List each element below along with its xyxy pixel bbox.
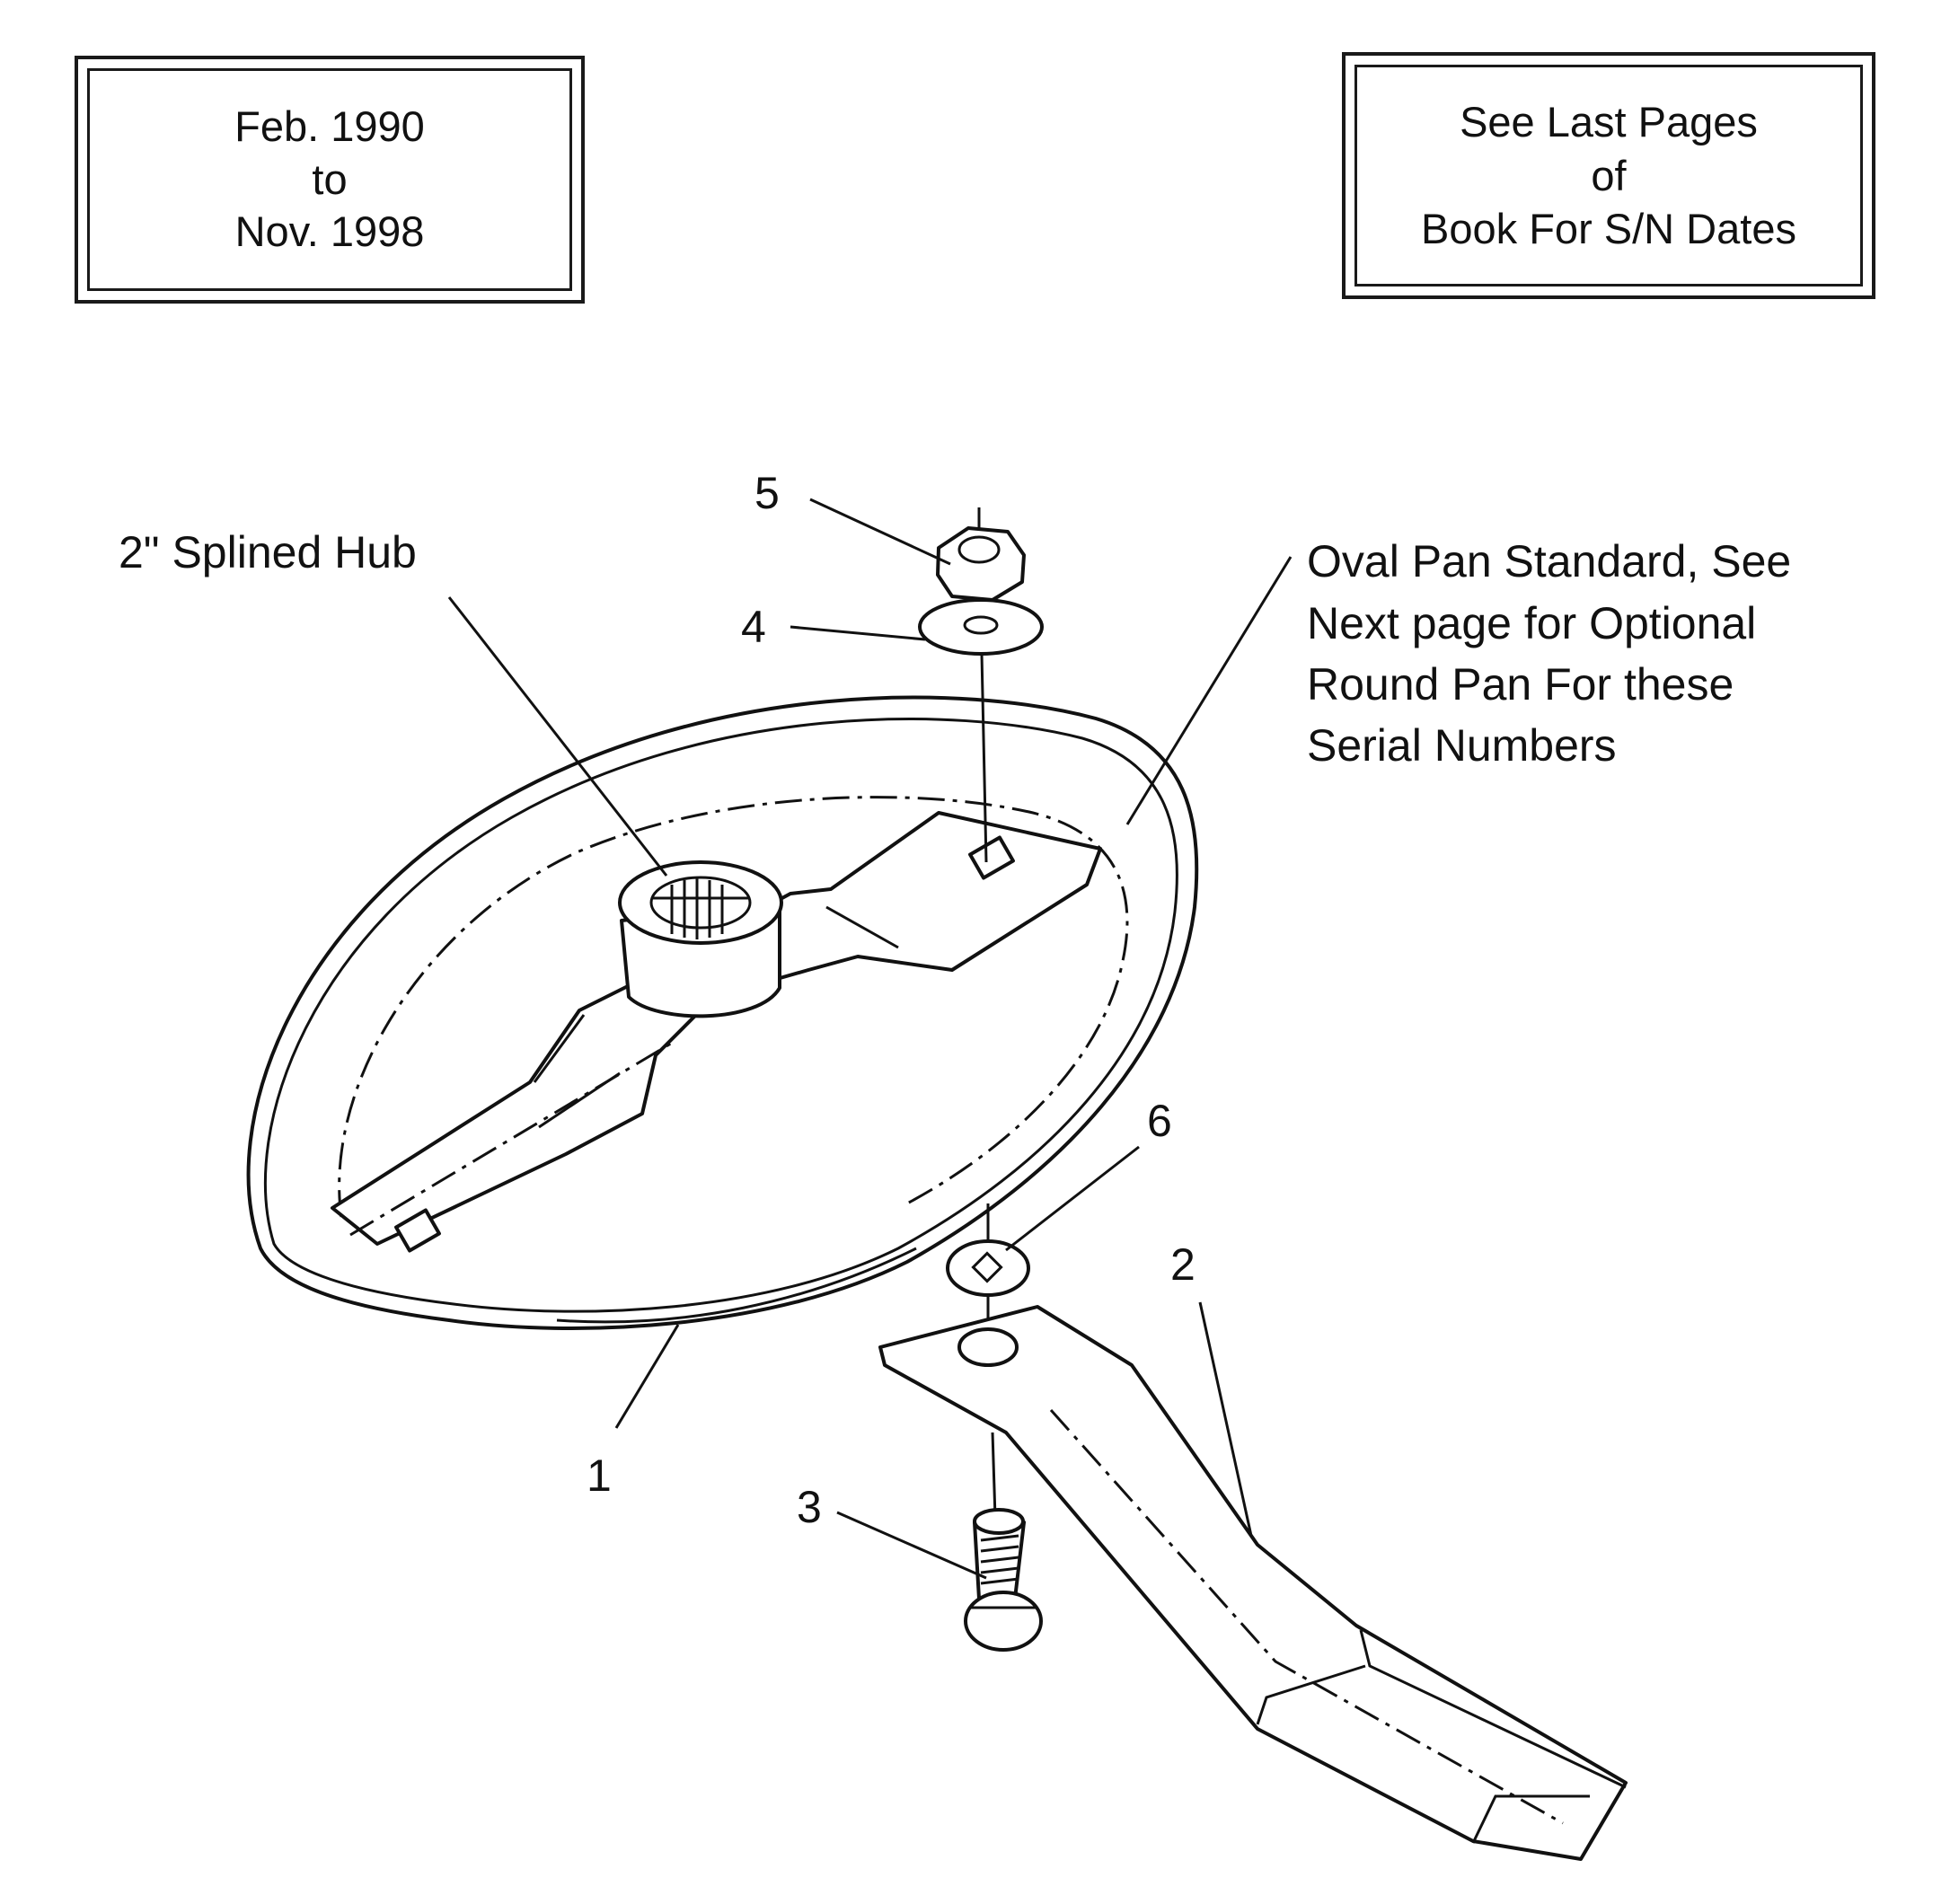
hub-spline-teeth: [651, 878, 750, 939]
pan-note-line-4: Serial Numbers: [1307, 720, 1617, 771]
support-bar-edge-right: [825, 905, 899, 949]
blade-washer: [946, 1239, 1030, 1297]
blade-bolt-threads: [980, 1534, 1019, 1585]
date-range-inner-frame: Feb. 1990 to Nov. 1998: [87, 68, 572, 291]
flat-washer-outer: [918, 598, 1044, 656]
pan-note-line-2: Next page for Optional: [1307, 598, 1756, 648]
callout-3: 3: [797, 1482, 822, 1532]
callout-4: 4: [741, 602, 766, 652]
hub-top: [618, 860, 783, 945]
serial-number-note-box: See Last Pages of Book For S/N Dates: [1342, 52, 1875, 299]
date-range-start: Feb. 1990: [234, 101, 425, 150]
flat-washer-hole: [963, 615, 999, 635]
blade-bolt: [964, 1508, 1043, 1652]
hex-nut-body: [936, 526, 1026, 602]
blade-washer-outer: [946, 1239, 1030, 1297]
pan-bottom-shell: [556, 1247, 917, 1324]
serial-note-line-1: See Last Pages: [1460, 97, 1758, 145]
blade-bolt-tip: [973, 1508, 1025, 1535]
nut-to-pan-axis: [977, 507, 988, 863]
serial-number-note-inner-frame: See Last Pages of Book For S/N Dates: [1354, 65, 1863, 286]
hex-nut-bore: [957, 535, 1001, 564]
mower-blade-bolt-hole: [957, 1327, 1019, 1367]
blade-bolt-head: [964, 1591, 1043, 1652]
serial-note-line-2: of: [1591, 151, 1627, 199]
callout-2-leader: [1198, 1301, 1253, 1537]
flat-washer: [918, 598, 1044, 656]
callout-1-leader: [614, 1324, 680, 1429]
callout-4-leader: [790, 625, 926, 641]
support-bar-square-hole-left: [394, 1208, 441, 1253]
pan-note-line-3: Round Pan For these: [1307, 659, 1734, 710]
callout-6: 6: [1147, 1096, 1172, 1146]
callout-6-leader: [1005, 1145, 1140, 1252]
hub-label: 2" Splined Hub: [119, 527, 417, 577]
blade-washer-square-hole: [971, 1251, 1003, 1283]
pan-note-leader: [1125, 556, 1293, 825]
mower-blade-step: [1256, 1664, 1366, 1725]
mower-blade-bevel-lower: [1471, 1794, 1590, 1844]
serial-note-line-3: Book For S/N Dates: [1421, 205, 1796, 253]
date-range-end: Nov. 1998: [234, 207, 425, 256]
callout-2: 2: [1170, 1239, 1196, 1290]
blade-bolt-axis: [991, 1432, 997, 1519]
callout-1: 1: [587, 1450, 612, 1501]
callout-5-leader: [809, 498, 951, 566]
mower-blade-outline: [878, 1305, 1628, 1861]
mower-blade-bevel-upper: [1359, 1629, 1627, 1789]
pan-note-line-1: Oval Pan Standard, See: [1307, 536, 1791, 586]
support-bar-edge-upper: [533, 1014, 586, 1083]
hub-label-leader: [447, 596, 668, 877]
mower-blade-centerline: [1049, 1409, 1564, 1825]
splined-hub: [618, 860, 783, 1018]
callout-5: 5: [754, 468, 780, 518]
hex-nut: [936, 526, 1026, 602]
hub-spline-bore: [649, 876, 752, 930]
callout-3-leader: [836, 1511, 987, 1580]
support-bar-centerline: [349, 1040, 675, 1237]
pan-inner-floor-edge: [338, 796, 1129, 1218]
date-range-box: Feb. 1990 to Nov. 1998: [75, 56, 585, 304]
date-range-separator: to: [312, 154, 348, 203]
mower-blade: [878, 1305, 1628, 1861]
pan-inner-rim: [263, 718, 1178, 1313]
